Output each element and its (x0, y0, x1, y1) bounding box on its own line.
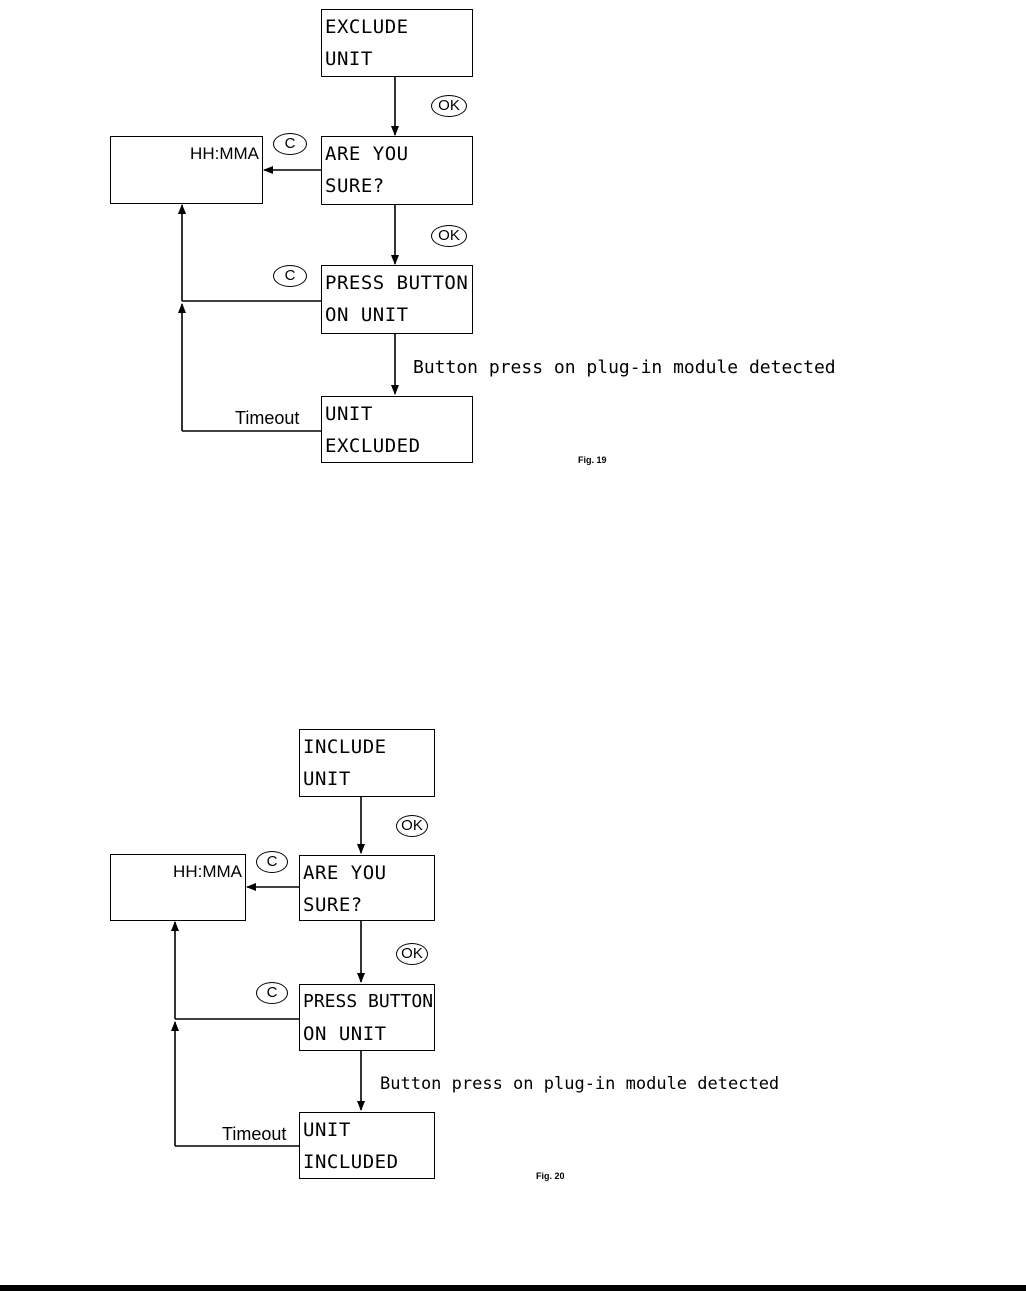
ok-key: OK (396, 815, 428, 837)
screen-line-2: UNIT (325, 48, 373, 70)
button-press-label: Button press on plug-in module detected (413, 357, 836, 379)
screen-line-2: ON UNIT (325, 304, 409, 326)
screen-line-1: PRESS BUTTON (303, 991, 433, 1013)
screen-line-2: SURE? (303, 894, 363, 916)
clock-screen: HH:MMA (110, 136, 263, 204)
unit-excluded-screen: UNIT EXCLUDED (321, 396, 473, 463)
screen-line-1: PRESS BUTTON (325, 272, 468, 294)
ok-key: OK (431, 95, 467, 117)
cancel-key: C (273, 265, 307, 287)
page-bottom-rule (0, 1285, 1026, 1291)
figure-label: Fig. 20 (536, 1171, 565, 1181)
screen-line-1: ARE YOU (303, 862, 387, 884)
screen-line-1: UNIT (325, 403, 373, 425)
include-unit-screen: INCLUDE UNIT (299, 729, 435, 797)
screen-line-2: SURE? (325, 175, 385, 197)
screen-line-1: EXCLUDE (325, 16, 409, 38)
confirm-screen: ARE YOU SURE? (299, 855, 435, 921)
ok-key: OK (431, 225, 467, 247)
figure-label: Fig. 19 (578, 455, 607, 465)
cancel-key: C (256, 851, 288, 873)
screen-line-1: INCLUDE (303, 736, 387, 758)
press-button-screen: PRESS BUTTON ON UNIT (321, 265, 473, 334)
clock-time: HH:MMA (173, 861, 242, 883)
press-button-screen: PRESS BUTTON ON UNIT (299, 984, 435, 1051)
screen-line-2: EXCLUDED (325, 435, 421, 457)
confirm-screen: ARE YOU SURE? (321, 136, 473, 205)
timeout-label: Timeout (222, 1123, 286, 1145)
screen-line-2: ON UNIT (303, 1023, 387, 1045)
timeout-label: Timeout (235, 407, 299, 429)
clock-screen: HH:MMA (110, 854, 246, 921)
screen-line-2: UNIT (303, 768, 351, 790)
clock-time: HH:MMA (190, 143, 259, 165)
cancel-key: C (256, 982, 288, 1004)
cancel-key: C (273, 133, 307, 155)
button-press-label: Button press on plug-in module detected (380, 1073, 779, 1095)
screen-line-1: ARE YOU (325, 143, 409, 165)
screen-line-1: UNIT (303, 1119, 351, 1141)
unit-included-screen: UNIT INCLUDED (299, 1112, 435, 1179)
exclude-unit-screen: EXCLUDE UNIT (321, 9, 473, 77)
ok-key: OK (396, 943, 428, 965)
screen-line-2: INCLUDED (303, 1151, 399, 1173)
